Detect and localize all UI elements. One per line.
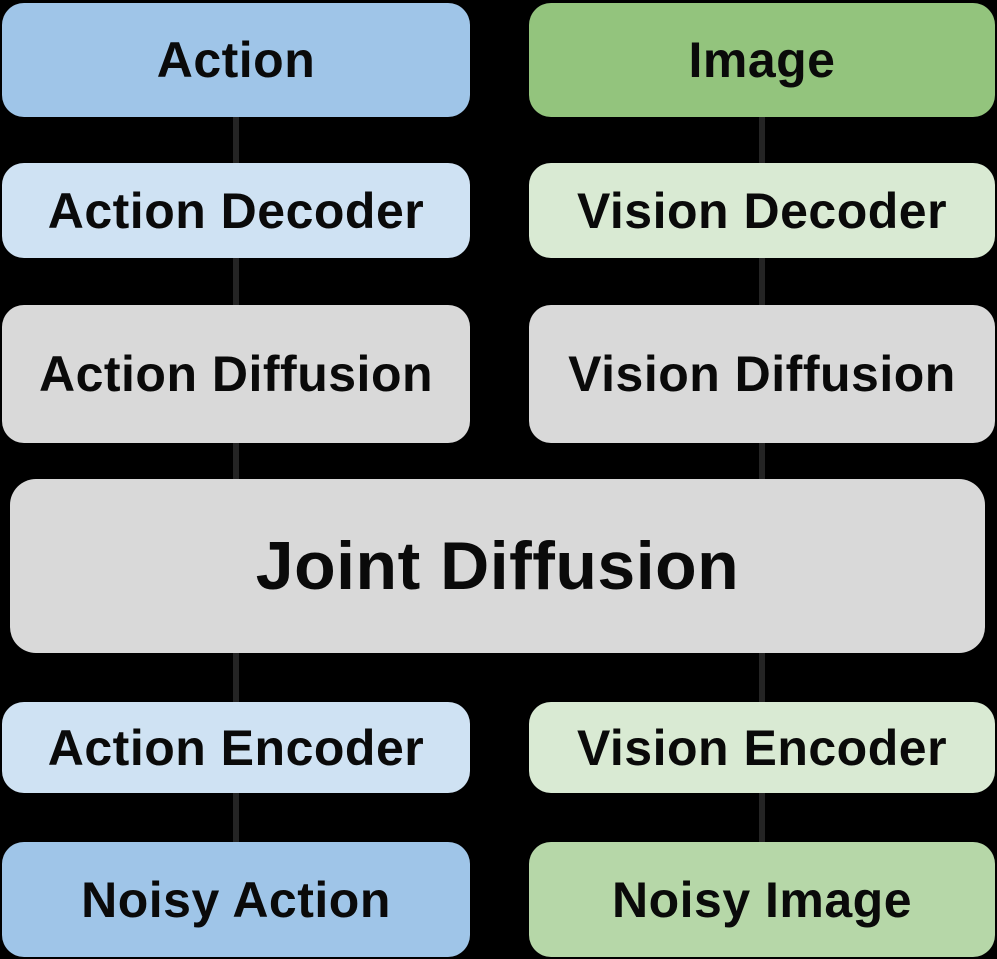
node-noisy-action-label: Noisy Action: [81, 871, 391, 928]
connector-line: [759, 438, 765, 484]
node-vision-diffusion: Vision Diffusion: [529, 305, 995, 443]
node-image: Image: [529, 3, 995, 117]
node-action-decoder-label: Action Decoder: [47, 182, 425, 239]
node-action-diffusion-label: Action Diffusion: [38, 346, 434, 402]
node-action: Action: [2, 3, 470, 117]
node-vision-encoder-label: Vision Encoder: [576, 719, 948, 776]
node-noisy-image: Noisy Image: [529, 842, 995, 957]
node-noisy-image-label: Noisy Image: [611, 871, 913, 928]
node-action-diffusion: Action Diffusion: [2, 305, 470, 443]
connector-line: [759, 788, 765, 847]
node-joint-diffusion-label: Joint Diffusion: [255, 528, 740, 604]
node-action-decoder: Action Decoder: [2, 163, 470, 258]
connector-line: [233, 253, 239, 310]
node-action-encoder-label: Action Encoder: [47, 719, 425, 776]
node-vision-decoder: Vision Decoder: [529, 163, 995, 258]
node-action-label: Action: [156, 32, 316, 88]
node-noisy-action: Noisy Action: [2, 842, 470, 957]
connector-line: [233, 112, 239, 168]
node-action-encoder: Action Encoder: [2, 702, 470, 793]
connector-line: [759, 648, 765, 707]
connector-line: [233, 648, 239, 707]
node-image-label: Image: [688, 32, 836, 88]
connector-line: [233, 788, 239, 847]
connector-line: [759, 112, 765, 168]
connector-line: [759, 253, 765, 310]
node-vision-diffusion-label: Vision Diffusion: [568, 346, 956, 402]
node-joint-diffusion: Joint Diffusion: [10, 479, 985, 653]
connector-line: [233, 438, 239, 484]
node-vision-decoder-label: Vision Decoder: [576, 182, 948, 239]
node-vision-encoder: Vision Encoder: [529, 702, 995, 793]
